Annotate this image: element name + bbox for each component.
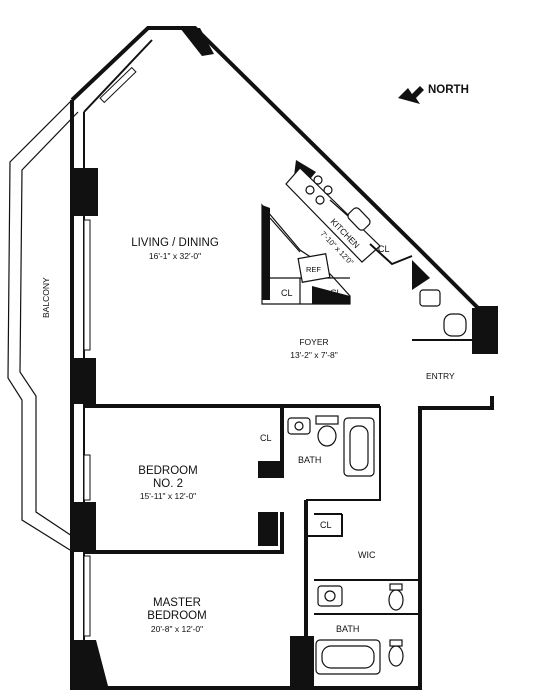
ref-label: REF [306,265,321,274]
bedroom-2-name-line1: BEDROOM [138,465,197,477]
balcony-label: BALCONY [41,277,51,318]
toilet-1-icon [315,415,339,447]
closet-label-kitchen: CL [378,244,390,254]
living-dining-size: 16'-1" x 32'-0" [149,251,201,261]
master-bedroom-name-line2: BEDROOM [147,610,206,622]
bath-2-label: BATH [336,624,359,634]
bathtub-1 [343,417,375,477]
interior-walls [84,339,476,688]
stove-icon [305,175,333,205]
closet-label-foyer-left: CL [281,288,293,298]
refrigerator-icon [297,253,331,283]
toilet-3-icon [388,639,404,667]
balcony-outline [7,99,79,551]
entry-toilet-icon [419,289,467,337]
wic-label: WIC [358,550,376,560]
north-arrow-icon [398,86,424,104]
closet-label-wic: CL [320,520,332,530]
closet-label-foyer-right: CL [330,288,342,298]
master-bedroom-name-line1: MASTER [153,597,201,609]
exterior-walls [70,26,498,690]
bathtub-2 [315,639,381,675]
bath-1-label: BATH [298,455,321,465]
living-dining-name: LIVING / DINING [131,237,219,249]
kitchen-peninsula [261,203,351,305]
north-label: NORTH [428,84,469,96]
bedroom-2-name-line2: NO. 2 [153,478,183,490]
sink-2-icon [317,585,343,607]
sink-1-icon [287,417,311,435]
foyer-name: FOYER [299,337,328,347]
closet-label-bedroom: CL [260,433,272,443]
master-bedroom-size: 20'-8" x 12'-0" [151,624,203,634]
toilet-2-icon [388,583,404,611]
structural-columns [72,28,496,688]
sink-icon [347,207,371,231]
entry-label: ENTRY [426,371,455,381]
kitchen-closet [369,243,430,290]
bedroom-2-size: 15'-11" x 12'-0" [140,491,196,501]
foyer-size: 13'-2" x 7'-8" [290,350,338,360]
windows [83,66,137,637]
